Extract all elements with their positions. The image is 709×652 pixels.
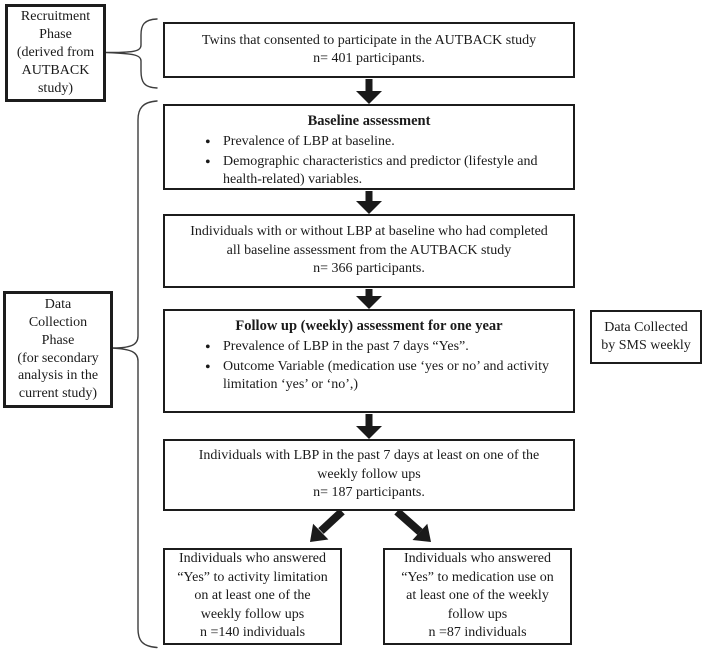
- arrow-down-2: [356, 191, 382, 214]
- arrow-down-3: [356, 289, 382, 309]
- followup-bullet-2: Outcome Variable (medication use ‘yes or…: [205, 357, 565, 395]
- arrow-branch-right: [394, 508, 431, 542]
- followup-assessment-title: Follow up (weekly) assessment for one ye…: [235, 318, 503, 334]
- flow-box-medication-use: Individuals who answered “Yes” to medica…: [383, 548, 572, 645]
- flow-box-followup-assessment: Follow up (weekly) assessment for one ye…: [163, 309, 575, 413]
- sms-note-box: Data Collected by SMS weekly: [590, 310, 702, 364]
- baseline-assessment-title: Baseline assessment: [307, 113, 431, 129]
- followup-assessment-bullets: Prevalence of LBP in the past 7 days “Ye…: [171, 337, 567, 396]
- flow-box-completed-baseline: Individuals with or without LBP at basel…: [163, 214, 575, 288]
- flow-box-baseline-assessment: Baseline assessment Prevalence of LBP at…: [163, 104, 575, 190]
- phase-label-data-collection-text: Data Collection Phase (for secondary ana…: [17, 296, 99, 402]
- arrow-down-1: [356, 79, 382, 104]
- phase-label-data-collection: Data Collection Phase (for secondary ana…: [3, 291, 113, 408]
- arrow-branch-left: [310, 508, 345, 542]
- arrow-down-4: [356, 414, 382, 439]
- baseline-assessment-bullets: Prevalence of LBP at baseline. Demograph…: [171, 132, 567, 191]
- flow-box-consented: Twins that consented to participate in t…: [163, 22, 575, 78]
- phase-label-recruitment-text: Recruitment Phase (derived from AUTBACK …: [16, 9, 95, 96]
- phase-label-recruitment: Recruitment Phase (derived from AUTBACK …: [5, 4, 106, 102]
- flow-box-consented-text: Twins that consented to participate in t…: [201, 32, 537, 66]
- flow-box-completed-baseline-text: Individuals with or without LBP at basel…: [190, 224, 548, 277]
- flow-box-lbp-weekly: Individuals with LBP in the past 7 days …: [163, 439, 575, 511]
- baseline-bullet-2: Demographic characteristics and predicto…: [205, 152, 565, 190]
- brace-data-collection: [111, 100, 158, 649]
- flow-box-activity-limitation-text: Individuals who answered “Yes” to activi…: [177, 551, 328, 641]
- sms-note-text: Data Collected by SMS weekly: [601, 319, 691, 353]
- flow-box-activity-limitation: Individuals who answered “Yes” to activi…: [163, 548, 342, 645]
- followup-bullet-1: Prevalence of LBP in the past 7 days “Ye…: [205, 337, 565, 358]
- flow-box-lbp-weekly-text: Individuals with LBP in the past 7 days …: [198, 448, 540, 501]
- baseline-bullet-1: Prevalence of LBP at baseline.: [205, 132, 565, 153]
- flow-box-medication-use-text: Individuals who answered “Yes” to medica…: [401, 551, 554, 641]
- brace-recruitment: [105, 18, 158, 89]
